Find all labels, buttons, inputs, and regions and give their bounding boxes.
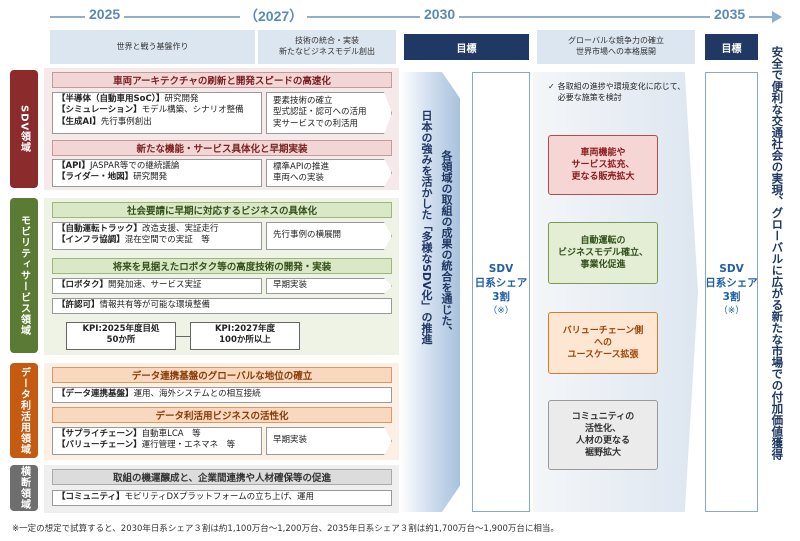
target-2030-share: SDV 日系シェア 3割 （※） bbox=[474, 263, 528, 316]
kpi-2027: KPI:2027年度 100か所以上 bbox=[190, 322, 300, 350]
outcome-valuechain: バリューチェーン側 への ユースケース拡張 bbox=[548, 312, 658, 374]
phase-foundation: 世界と戦う基盤作り bbox=[50, 30, 255, 64]
mobility-items-business: 【自動運転トラック】改造支援、実証走行 【インフラ協調】混在空間での実証 等 bbox=[52, 222, 262, 250]
mobility-chevron-business: 先行事例の横展開 bbox=[266, 222, 392, 250]
data-head-business: データ利活用ビジネスの活性化 bbox=[52, 407, 392, 423]
list-item: 【バリューチェーン】運行管理・エネマネ 等 bbox=[57, 440, 236, 451]
vision-statement: 安全で便利な交通社会の実現、グローバルに広がる新たな市場での付加価値獲得 bbox=[770, 46, 785, 460]
year-2030: 2030 bbox=[420, 6, 460, 22]
outcome-vehicle-services: 車両機能や サービス拡充、 更なる販売拡大 bbox=[548, 135, 658, 195]
list-item: 【半導体（自動車用SoC）】研究開発 bbox=[57, 94, 199, 104]
label-sdv-area: SDV領域 bbox=[10, 70, 38, 188]
footnote: ※一定の想定で試算すると、2030年日系シェア３割は約1,100万台～1,200… bbox=[12, 524, 559, 534]
sdv-head-services: 新たな機能・サービス具体化と早期実装 bbox=[52, 140, 392, 156]
goal-2035-header: 目標 bbox=[705, 34, 758, 60]
sdv-head-architecture: 車両アーキテクチャの刷新と開発スピードの高速化 bbox=[52, 72, 392, 88]
outcome-autonomous-business: 自動運転の ビジネスモデル確立、 事業化促進 bbox=[548, 222, 658, 284]
list-item: 【生成AI】先行事例創出 bbox=[57, 116, 152, 127]
target-2030-box bbox=[472, 72, 530, 512]
list-item: 【サプライチェーン】自動車LCA 等 bbox=[57, 429, 201, 439]
data-head-platform: データ連携基盤のグローバルな地位の確立 bbox=[52, 367, 392, 383]
sdv-chevron-services: 標準APIの推進 車両への実装 bbox=[266, 159, 392, 187]
list-item: 【自動運転トラック】改造支援、実証走行 bbox=[57, 224, 219, 234]
cross-head: 取組の機運醸成と、企業間連携や人材確保等の促進 bbox=[52, 469, 392, 485]
label-data-area: データ利活用領域 bbox=[10, 363, 38, 458]
label-cross-area: 横断領域 bbox=[10, 465, 38, 511]
mobility-item-robotaxi: 【ロボタク】開発加速、サービス実証 bbox=[52, 278, 262, 294]
goal-2030-header: 目標 bbox=[404, 34, 529, 60]
kpi-2025: KPI:2025年度目処 50か所 bbox=[66, 322, 176, 350]
phase-integration: 技術の統合・実装 新たなビジネスモデル創出 bbox=[258, 30, 396, 64]
mobility-item-permit: 【許認可】情報共有等が可能な環境整備 bbox=[52, 298, 392, 314]
check-icon: ✓ bbox=[548, 82, 555, 91]
mobility-head-business: 社会要請に早期に対応するビジネスの具体化 bbox=[52, 202, 392, 218]
year-2027: （2027） bbox=[240, 6, 308, 26]
label-mobility-area: モビリティサービス領域 bbox=[10, 198, 38, 353]
list-item: 【API】JASPAR等での継続議論 bbox=[57, 161, 180, 171]
sdv-items-services: 【API】JASPAR等での継続議論 【ライダー・地図】研究開発 bbox=[52, 159, 262, 187]
timeline-axis bbox=[50, 16, 775, 18]
year-2035: 2035 bbox=[710, 6, 750, 22]
kpi-connector bbox=[176, 336, 190, 337]
data-items-business: 【サプライチェーン】自動車LCA 等 【バリューチェーン】運行管理・エネマネ 等 bbox=[52, 427, 262, 455]
timeline-arrowhead bbox=[772, 11, 782, 23]
mobility-chevron-robotaxi: 早期実装 bbox=[266, 278, 392, 294]
cross-item-community: 【コミュニティ】モビリティDXプラットフォームの立ち上げ、運用 bbox=[52, 490, 392, 506]
list-item: 【ライダー・地図】研究開発 bbox=[57, 172, 168, 183]
integration-arrow bbox=[400, 72, 460, 512]
integration-text-2: 日本の強みを活かした「多様なSDV化」の推進 bbox=[420, 110, 433, 345]
list-item: 【インフラ協調】混在空間での実証 等 bbox=[57, 235, 210, 246]
outcome-community: コミュニティの 活性化、 人材の更なる 裾野拡大 bbox=[548, 400, 658, 470]
sdv-chevron-architecture: 要素技術の確立 型式認証・認可への活用 実サービスでの利活用 bbox=[266, 92, 392, 134]
data-item-platform: 【データ連携基盤】運用、海外システムとの相互接続 bbox=[52, 387, 392, 403]
year-2025: 2025 bbox=[85, 6, 125, 22]
target-2035-box bbox=[705, 72, 758, 512]
growth-checknote: ✓ 各取組の進捗や環境変化に応じて、必要な施策を検討 bbox=[548, 82, 686, 102]
target-2035-share: SDV 日系シェア 3割 （※） bbox=[705, 263, 758, 316]
data-chevron-business: 早期実装 bbox=[266, 427, 392, 455]
list-item: 【シミュレーション】モデル構築、シナリオ整備 bbox=[57, 105, 244, 116]
integration-text-1: 各領域の取組の成果の統合を通じた、 bbox=[440, 150, 453, 337]
mobility-head-robotaxi: 将来を見据えたロボタク等の高度技術の開発・実装 bbox=[52, 258, 392, 274]
sdv-items-architecture: 【半導体（自動車用SoC）】研究開発 【シミュレーション】モデル構築、シナリオ整… bbox=[52, 92, 262, 134]
phase-global: グローバルな競争力の確立 世界市場への本格展開 bbox=[537, 30, 695, 64]
